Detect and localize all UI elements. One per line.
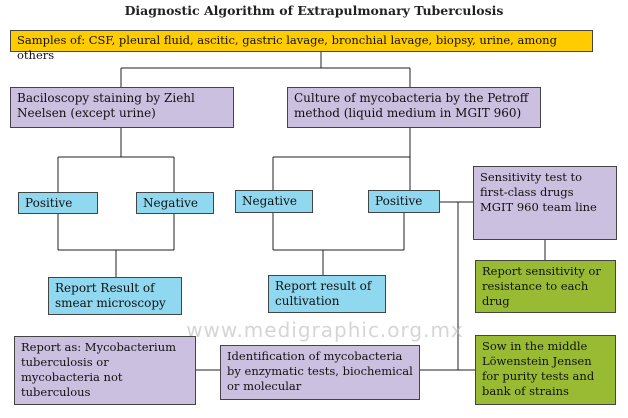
identification-box: Identification of mycobacteria by enzyma… — [220, 345, 420, 400]
sensitivity-box: Sensitivity test to first-class drugs MG… — [473, 166, 617, 240]
report-as-text: Report as: Mycobacterium tuberculosis or… — [21, 340, 177, 399]
diagram-title: Diagnostic Algorithm of Extrapulmonary T… — [124, 3, 504, 18]
positive-right-text: Positive — [375, 194, 423, 208]
culture-text: Culture of mycobacteria by the Petroff m… — [294, 91, 529, 120]
negative-left-text: Negative — [143, 196, 198, 210]
report-smear-text: Report Result of smear microscopy — [55, 281, 166, 310]
sow-box: Sow in the middle Löwenstein Jensen for … — [475, 335, 616, 405]
positive-left-box: Positive — [18, 192, 98, 214]
samples-text: Samples of: CSF, pleural fluid, ascitic,… — [17, 33, 557, 62]
report-sensitivity-text: Report sensitivity or resistance to each… — [482, 264, 601, 308]
baciloscopy-text: Baciloscopy staining by Ziehl Neelsen (e… — [17, 91, 195, 120]
report-smear-box: Report Result of smear microscopy — [48, 277, 182, 315]
culture-box: Culture of mycobacteria by the Petroff m… — [287, 87, 541, 128]
watermark-text: www.medigraphic.org.mx — [186, 318, 464, 342]
report-sensitivity-box: Report sensitivity or resistance to each… — [475, 260, 616, 313]
sensitivity-text: Sensitivity test to first-class drugs MG… — [480, 170, 597, 214]
identification-text: Identification of mycobacteria by enzyma… — [227, 349, 413, 393]
negative-right-text: Negative — [242, 194, 297, 208]
report-as-box: Report as: Mycobacterium tuberculosis or… — [14, 336, 196, 405]
positive-left-text: Positive — [25, 196, 73, 210]
negative-right-box: Negative — [235, 190, 313, 213]
negative-left-box: Negative — [136, 192, 214, 214]
report-cultivation-text: Report result of cultivation — [275, 279, 372, 308]
samples-box: Samples of: CSF, pleural fluid, ascitic,… — [10, 30, 593, 62]
baciloscopy-box: Baciloscopy staining by Ziehl Neelsen (e… — [10, 87, 234, 128]
sow-text: Sow in the middle Löwenstein Jensen for … — [482, 339, 595, 398]
positive-right-box: Positive — [368, 190, 440, 213]
report-cultivation-box: Report result of cultivation — [268, 275, 386, 313]
